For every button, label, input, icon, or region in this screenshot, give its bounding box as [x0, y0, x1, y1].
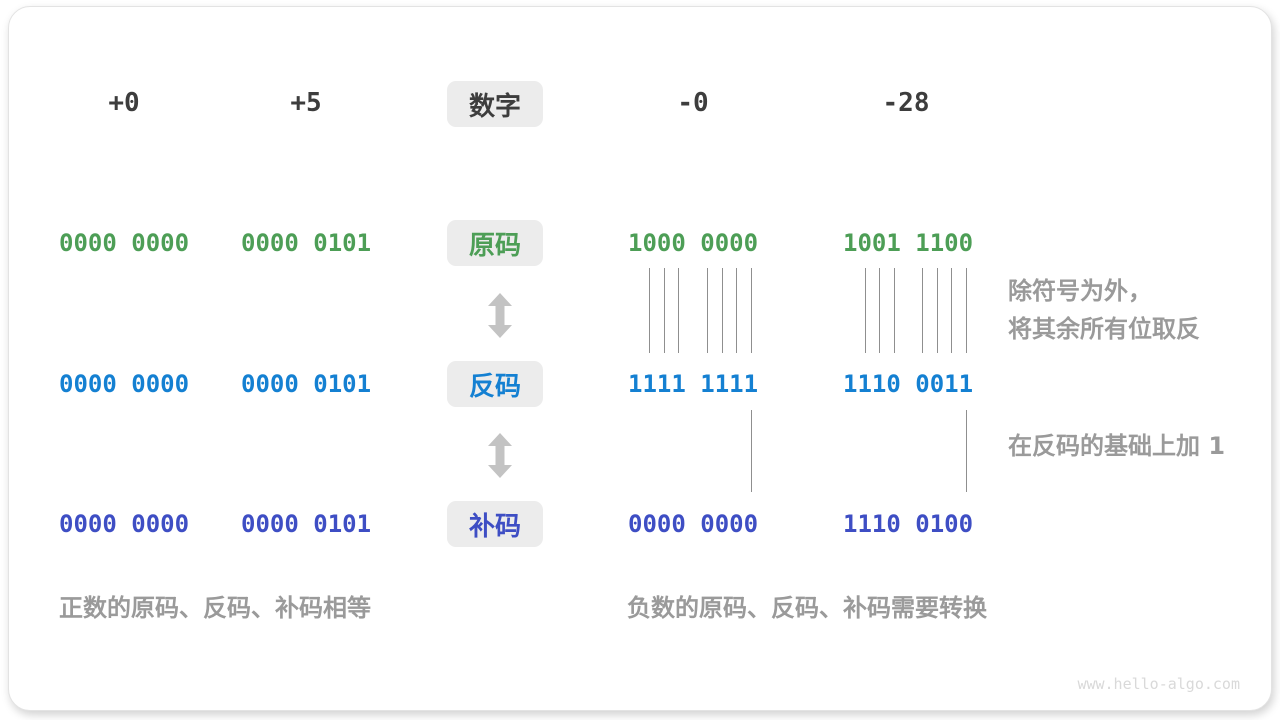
ones-complement-row: 0000 0000 0000 0101 1111 1111 1110 0011 [0, 370, 1280, 398]
header-number-minus0: -0 [677, 88, 709, 118]
number-label-box: 数字 [447, 81, 543, 127]
header-number-plus0: +0 [108, 88, 140, 118]
bit-connector-line [951, 268, 952, 353]
invert-annotation-line1: 除符号为外， [1008, 277, 1152, 305]
binary-value: 1110 0011 [843, 370, 974, 398]
up-down-arrow-icon [488, 433, 512, 478]
bit-connector-line [922, 268, 923, 353]
bit-connector-line [865, 268, 866, 353]
carry-connector-line [966, 410, 967, 492]
binary-value: 0000 0101 [241, 229, 372, 257]
invert-annotation: 除符号为外， 将其余所有位取反 [1008, 272, 1200, 348]
bit-connector-line [678, 268, 679, 353]
binary-value: 0000 0101 [241, 370, 372, 398]
bit-connector-line [966, 268, 967, 353]
bit-connector-line [751, 268, 752, 353]
binary-value: 0000 0000 [628, 510, 759, 538]
bit-connector-line [649, 268, 650, 353]
number-label: 数字 [468, 91, 521, 122]
sign-magnitude-label-box: 原码 [447, 220, 543, 266]
positive-caption: 正数的原码、反码、补码相等 [59, 594, 371, 622]
bit-connector-line [707, 268, 708, 353]
binary-value: 1111 1111 [628, 370, 759, 398]
binary-value: 1001 1100 [843, 229, 974, 257]
binary-value: 0000 0000 [59, 510, 190, 538]
bit-connector-line [722, 268, 723, 353]
sign-magnitude-row: 0000 0000 0000 0101 1000 0000 1001 1100 [0, 229, 1280, 257]
binary-value: 0000 0000 [59, 370, 190, 398]
header-number-minus28: -28 [882, 88, 930, 118]
binary-value: 0000 0000 [59, 229, 190, 257]
bit-connector-line [879, 268, 880, 353]
ones-complement-label: 反码 [468, 371, 521, 402]
binary-value: 1000 0000 [628, 229, 759, 257]
header-number-plus5: +5 [290, 88, 322, 118]
bit-connector-line [736, 268, 737, 353]
watermark-url: www.hello-algo.com [1077, 675, 1240, 693]
add-one-annotation: 在反码的基础上加 1 [1008, 432, 1226, 460]
bit-connector-line [664, 268, 665, 353]
sign-magnitude-label: 原码 [468, 230, 521, 261]
ones-complement-label-box: 反码 [447, 361, 543, 407]
bit-connector-line [894, 268, 895, 353]
invert-annotation-line2: 将其余所有位取反 [1008, 315, 1200, 343]
bit-connector-line [937, 268, 938, 353]
diagram-card [8, 6, 1272, 711]
twos-complement-label-box: 补码 [447, 501, 543, 547]
up-down-arrow-icon [488, 293, 512, 338]
binary-value: 0000 0101 [241, 510, 372, 538]
negative-caption: 负数的原码、反码、补码需要转换 [627, 594, 987, 622]
carry-connector-line [751, 410, 752, 492]
binary-value: 1110 0100 [843, 510, 974, 538]
twos-complement-row: 0000 0000 0000 0101 0000 0000 1110 0100 [0, 510, 1280, 538]
twos-complement-label: 补码 [468, 511, 521, 542]
